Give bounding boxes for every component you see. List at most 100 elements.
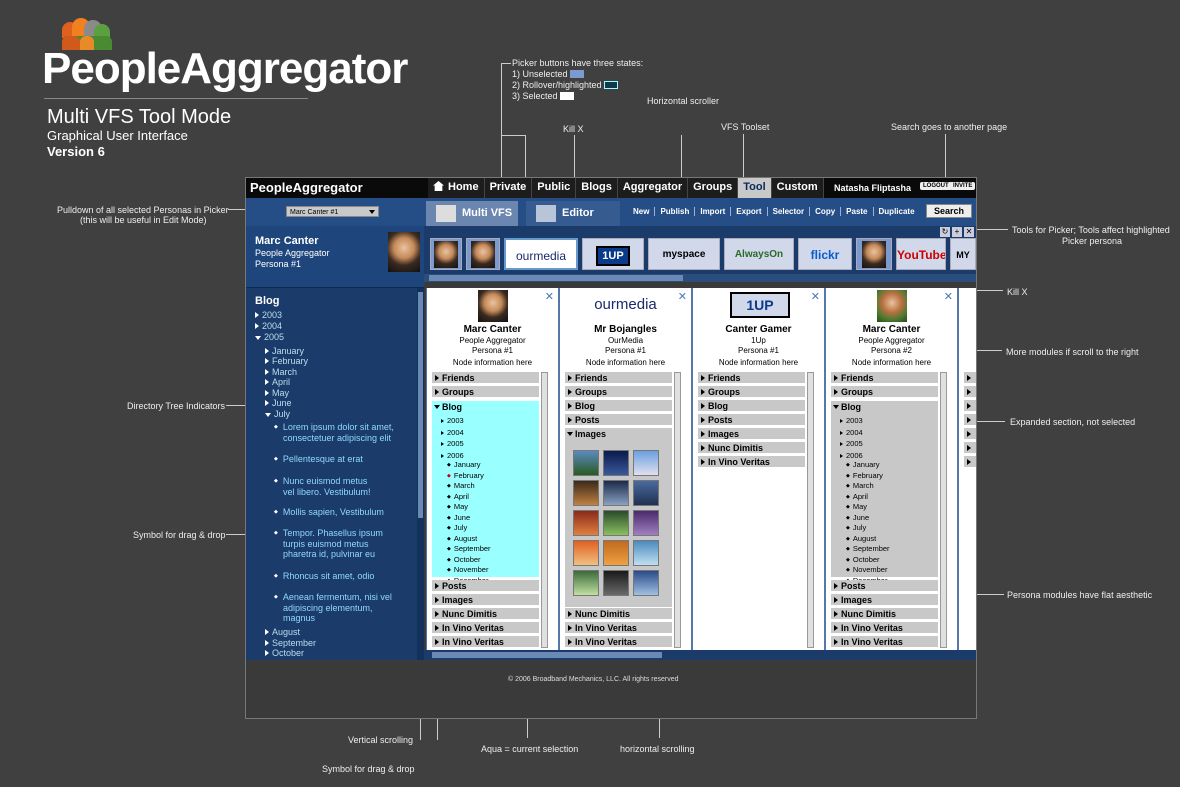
tree-month[interactable]: June: [265, 398, 292, 409]
section-posts[interactable]: Posts: [565, 414, 672, 426]
tree-month[interactable]: ◆October: [846, 554, 880, 564]
picker-item-my[interactable]: MY: [950, 238, 976, 270]
image-thumbnail[interactable]: [633, 510, 659, 536]
section-blog[interactable]: Blog: [565, 400, 672, 412]
picker-item-myspace[interactable]: myspace: [648, 238, 720, 270]
tree-month[interactable]: August: [265, 627, 300, 638]
tree-year[interactable]: 2005: [441, 439, 491, 449]
picker-item-flickr[interactable]: flickr: [798, 238, 852, 270]
tree-post[interactable]: Rhoncus sit amet, odio: [274, 571, 375, 582]
tree-month[interactable]: ◆November: [846, 565, 888, 574]
nav-blogs[interactable]: Blogs: [576, 178, 618, 198]
tree-month[interactable]: October: [265, 648, 304, 659]
tool-selector[interactable]: Selector: [768, 207, 811, 216]
nav-home[interactable]: Home: [428, 178, 485, 198]
section-groups[interactable]: Groups: [698, 386, 805, 398]
section-collapsed[interactable]: [964, 456, 976, 468]
tool-new[interactable]: New: [628, 207, 656, 216]
tree-month[interactable]: ◆June: [447, 512, 471, 522]
section-collapsed[interactable]: [964, 372, 976, 384]
picker-item-marc-2[interactable]: [466, 238, 500, 270]
logout-button[interactable]: LOGOUT: [920, 182, 952, 190]
picker-item-marc-1[interactable]: [430, 238, 462, 270]
section-groups[interactable]: Groups: [565, 386, 672, 398]
tool-copy[interactable]: Copy: [810, 207, 842, 216]
section-in-vino[interactable]: In Vino Veritas: [565, 622, 672, 634]
tree-year[interactable]: 2004: [441, 428, 491, 438]
sidebar-vertical-scrollbar[interactable]: [417, 288, 424, 660]
tree-year[interactable]: 2003: [255, 310, 282, 321]
section-in-vino[interactable]: In Vino Veritas: [565, 636, 672, 648]
persona-pulldown[interactable]: Marc Canter #1: [286, 206, 379, 217]
scroll-thumb[interactable]: [429, 275, 683, 281]
nav-groups[interactable]: Groups: [688, 178, 739, 198]
refresh-icon[interactable]: ↻: [940, 227, 950, 237]
tree-year[interactable]: 2006: [441, 451, 491, 461]
section-in-vino[interactable]: In Vino Veritas: [698, 456, 805, 468]
module-vertical-scrollbar[interactable]: [541, 372, 548, 648]
modules-horizontal-scrollbar[interactable]: [424, 650, 976, 660]
section-groups[interactable]: Groups: [831, 386, 938, 398]
image-thumbnail[interactable]: [573, 570, 599, 596]
image-thumbnail[interactable]: [633, 480, 659, 506]
section-in-vino[interactable]: In Vino Veritas: [432, 636, 539, 648]
module-vertical-scrollbar[interactable]: [807, 372, 814, 648]
image-thumbnail[interactable]: [573, 450, 599, 476]
picker-horizontal-scrollbar[interactable]: [424, 274, 976, 282]
image-thumbnail[interactable]: [573, 510, 599, 536]
picker-item-alwayson[interactable]: AlwaysOn: [724, 238, 794, 270]
tree-year[interactable]: 2003: [840, 416, 890, 426]
tool-export[interactable]: Export: [731, 207, 768, 216]
tree-month[interactable]: ◆April: [447, 491, 469, 501]
tree-month[interactable]: ◆January: [447, 460, 481, 469]
nav-private[interactable]: Private: [484, 178, 533, 198]
tool-import[interactable]: Import: [695, 207, 732, 216]
tree-year[interactable]: 2006: [840, 451, 890, 461]
picker-item-marc-3[interactable]: [856, 238, 892, 270]
tree-month[interactable]: May: [265, 388, 289, 399]
section-posts[interactable]: Posts: [432, 580, 539, 592]
nav-aggregator[interactable]: Aggregator: [617, 178, 689, 198]
tree-post[interactable]: Pellentesque at erat: [274, 454, 363, 465]
tree-month[interactable]: ◆June: [846, 512, 870, 522]
search-button[interactable]: Search: [926, 204, 972, 218]
section-collapsed[interactable]: [964, 386, 976, 398]
app-logo[interactable]: PeopleAggregator: [250, 180, 363, 195]
section-posts[interactable]: Posts: [831, 580, 938, 592]
section-images[interactable]: Images: [831, 594, 938, 606]
tree-month[interactable]: ◆August: [846, 533, 877, 543]
tree-month[interactable]: July: [265, 409, 290, 420]
tree-year[interactable]: 2004: [255, 321, 282, 332]
section-in-vino[interactable]: In Vino Veritas: [831, 622, 938, 634]
tree-year[interactable]: 2005: [840, 439, 890, 449]
tree-month[interactable]: ◆April: [846, 491, 868, 501]
section-in-vino[interactable]: In Vino Veritas: [432, 622, 539, 634]
close-icon[interactable]: ✕: [544, 291, 554, 303]
image-thumbnail[interactable]: [633, 570, 659, 596]
tree-month[interactable]: ◆July: [846, 523, 867, 532]
image-thumbnail[interactable]: [573, 480, 599, 506]
tree-post[interactable]: Lorem ipsum dolor sit amet,consectetuer …: [274, 422, 394, 443]
section-blog[interactable]: Blog: [698, 400, 805, 412]
tree-month[interactable]: ◆May: [447, 502, 469, 511]
tree-post[interactable]: Mollis sapien, Vestibulum: [274, 507, 384, 518]
scroll-thumb[interactable]: [432, 652, 662, 658]
image-thumbnail[interactable]: [603, 540, 629, 566]
invite-button[interactable]: INVITE: [950, 182, 976, 190]
section-groups[interactable]: Groups: [432, 386, 539, 398]
scroll-thumb[interactable]: [418, 292, 423, 518]
tab-multi-vfs[interactable]: Multi VFS: [426, 201, 518, 226]
module-vertical-scrollbar[interactable]: [674, 372, 681, 648]
section-friends[interactable]: Friends: [831, 372, 938, 384]
tree-month[interactable]: January: [265, 346, 304, 357]
tree-month[interactable]: February: [265, 356, 308, 367]
section-posts[interactable]: Posts: [698, 414, 805, 426]
section-images[interactable]: Images: [432, 594, 539, 606]
section-collapsed[interactable]: [964, 442, 976, 454]
section-friends[interactable]: Friends: [432, 372, 539, 384]
tree-month[interactable]: ◆September: [846, 544, 890, 553]
section-collapsed[interactable]: [964, 414, 976, 426]
tree-month[interactable]: ◆October: [447, 554, 481, 564]
